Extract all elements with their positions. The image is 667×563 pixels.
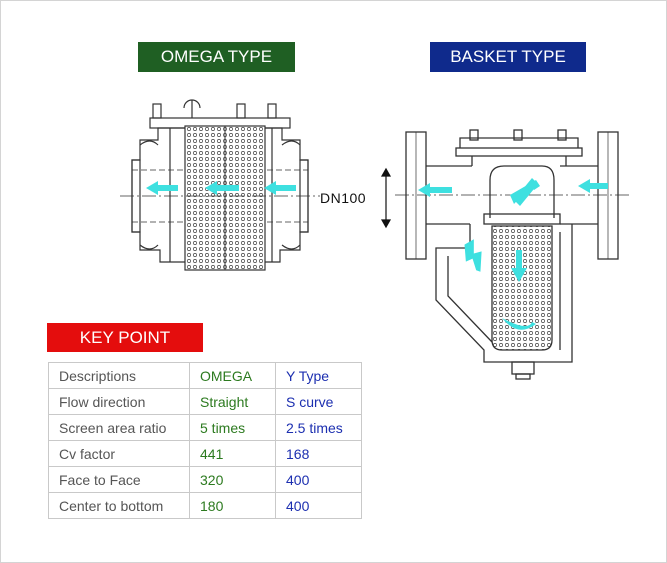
omega-type-label: OMEGA TYPE	[138, 42, 295, 72]
key-point-label: KEY POINT	[47, 323, 203, 352]
omega-value: 5 times	[189, 414, 276, 441]
dn100-label: DN100	[320, 190, 367, 206]
omega-strainer-drawing	[120, 99, 320, 271]
omega-flow-arrows	[146, 181, 296, 195]
table-row: Screen area ratio 5 times 2.5 times	[48, 414, 362, 441]
basket-flow-arrows	[418, 178, 608, 330]
row-label: Flow direction	[48, 388, 190, 415]
table-row: Descriptions OMEGA Y Type	[48, 362, 362, 389]
row-label: Descriptions	[48, 362, 190, 389]
row-label: Face to Face	[48, 466, 190, 493]
row-label: Screen area ratio	[48, 414, 190, 441]
y-type-value: S curve	[275, 388, 362, 415]
omega-value: OMEGA	[189, 362, 276, 389]
table-row: Center to bottom 180 400	[48, 492, 362, 519]
dn100-dimension	[380, 167, 392, 229]
row-label: Cv factor	[48, 440, 190, 467]
y-type-value: 168	[275, 440, 362, 467]
omega-value: 441	[189, 440, 276, 467]
omega-value: Straight	[189, 388, 276, 415]
y-type-value: 400	[275, 492, 362, 519]
y-type-value: Y Type	[275, 362, 362, 389]
row-label: Center to bottom	[48, 492, 190, 519]
omega-value: 320	[189, 466, 276, 493]
table-row: Face to Face 320 400	[48, 466, 362, 493]
omega-value: 180	[189, 492, 276, 519]
basket-type-label: BASKET TYPE	[430, 42, 586, 72]
table-row: Cv factor 441 168	[48, 440, 362, 467]
basket-strainer-drawing	[395, 129, 630, 380]
table-row: Flow direction Straight S curve	[48, 388, 362, 415]
y-type-value: 400	[275, 466, 362, 493]
comparison-table: Descriptions OMEGA Y Type Flow direction…	[48, 362, 362, 519]
y-type-value: 2.5 times	[275, 414, 362, 441]
